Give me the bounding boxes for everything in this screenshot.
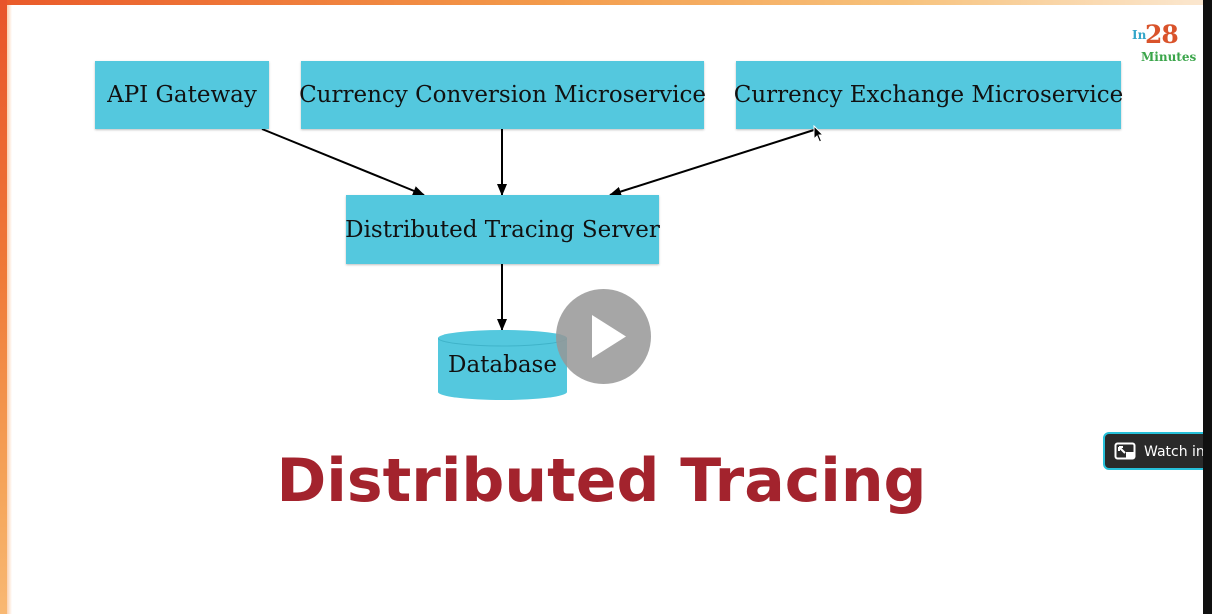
slide-top-border bbox=[0, 0, 1203, 5]
play-button[interactable] bbox=[556, 289, 651, 384]
slide-title: Distributed Tracing bbox=[276, 446, 927, 516]
node-currency-exchange-microservice: Currency Exchange Microservice bbox=[734, 61, 1123, 129]
mouse-cursor-icon bbox=[813, 125, 825, 143]
database-label: Database bbox=[448, 352, 557, 378]
edge-gateway-to-tracing bbox=[261, 128, 425, 196]
picture-in-picture-icon bbox=[1114, 442, 1136, 460]
in28minutes-logo: In 28 Minutes bbox=[1130, 20, 1196, 66]
viewport-edge bbox=[1203, 0, 1212, 614]
picture-in-picture-button[interactable]: Watch in Picture-in-Picture bbox=[1103, 432, 1212, 470]
play-icon bbox=[592, 315, 626, 358]
logo-in-text: In bbox=[1132, 28, 1147, 42]
node-database: Database bbox=[438, 330, 567, 400]
slide-left-border-glow bbox=[7, 5, 12, 614]
node-currency-conversion-microservice: Currency Conversion Microservice bbox=[299, 61, 706, 129]
edge-exchange-to-tracing bbox=[609, 128, 818, 197]
logo-minutes-text: Minutes bbox=[1141, 50, 1197, 64]
slide-left-border bbox=[0, 0, 7, 614]
node-distributed-tracing-server: Distributed Tracing Server bbox=[345, 195, 660, 264]
picture-in-picture-label: Watch in Picture-in-Picture bbox=[1144, 444, 1212, 460]
node-api-gateway: API Gateway bbox=[95, 61, 269, 129]
logo-number: 28 bbox=[1145, 20, 1179, 49]
